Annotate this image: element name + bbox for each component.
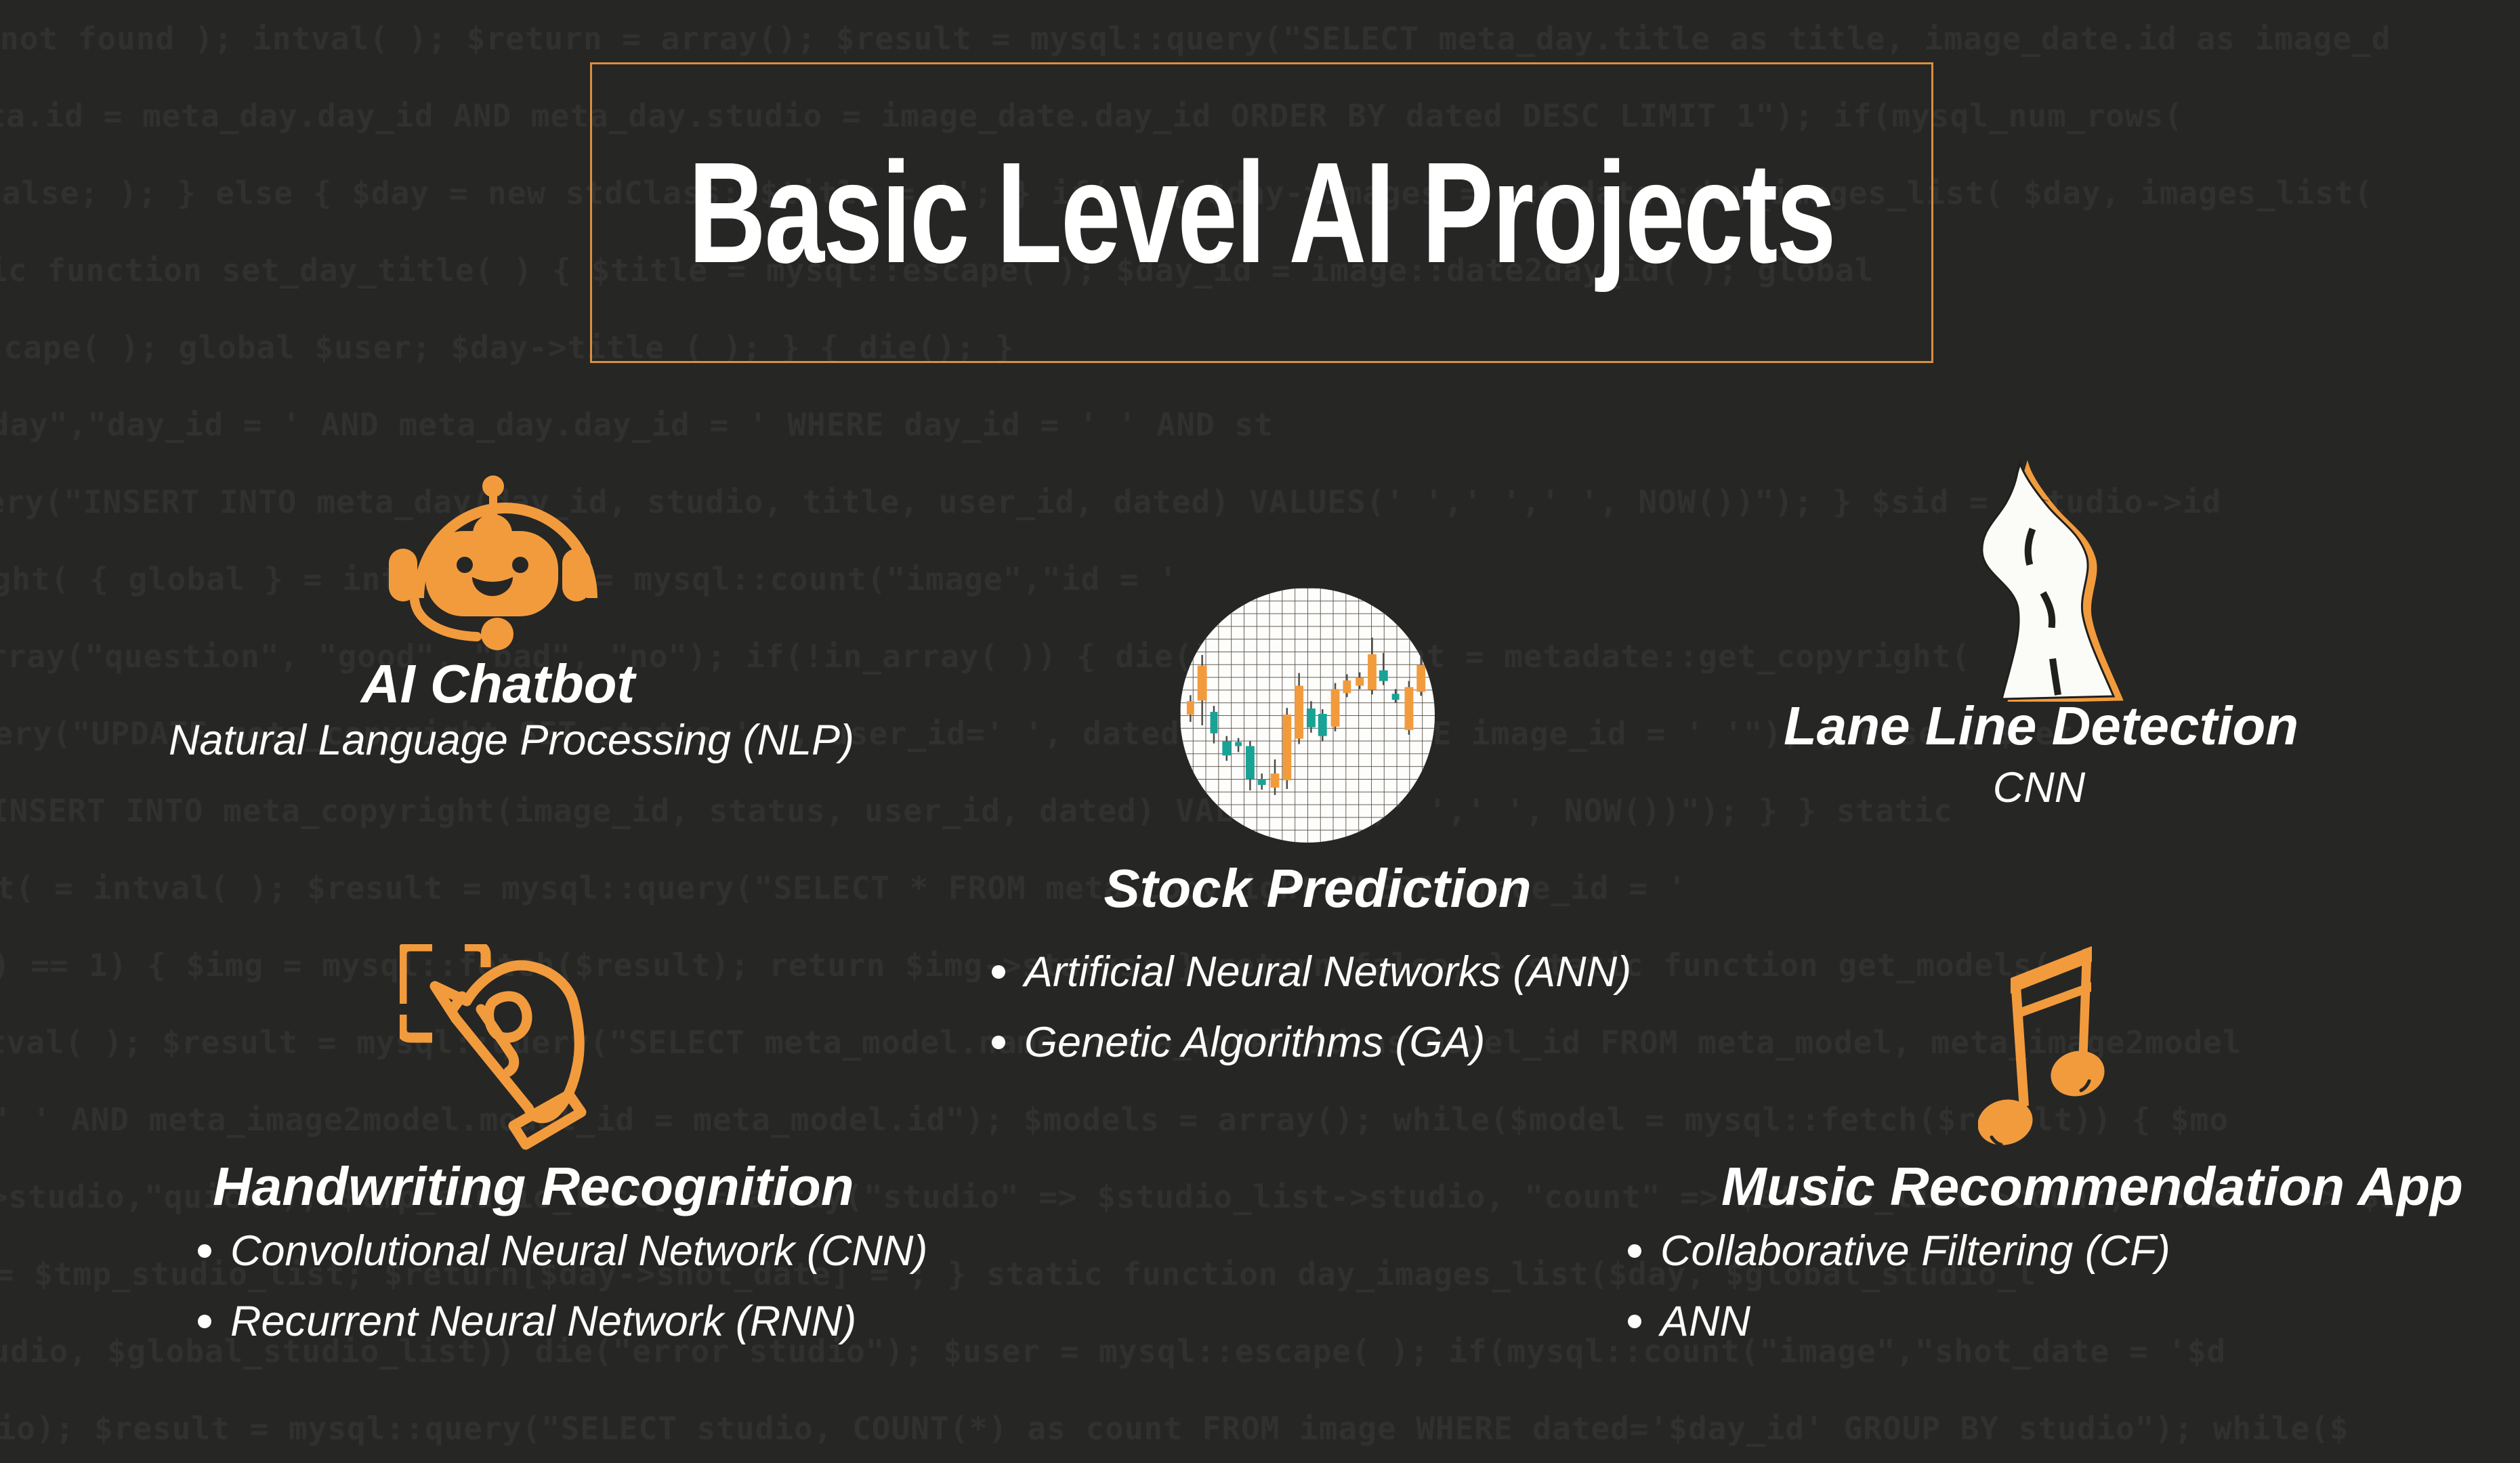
project-name: Music Recommendation App — [1721, 1156, 2463, 1216]
list-item: ANN — [1628, 1297, 2170, 1345]
code-line: not found ); intval( ); $return = array(… — [0, 20, 2391, 57]
code-line: ge_data.id = meta_day.day_id AND meta_da… — [0, 98, 2183, 134]
code-line: ("meta_day","day_id = ' AND meta_day.day… — [0, 406, 1274, 443]
scan-frame-corner-bottom-left — [400, 1015, 432, 1043]
code-line: al($studio); $result = mysql::query("SEL… — [0, 1410, 2349, 1447]
code-line: studio, $global_studio_list)) die("error… — [0, 1333, 2227, 1370]
bullet-dot — [198, 1244, 211, 1258]
robot-mic-boom — [410, 595, 482, 641]
list-item: Artificial Neural Networks (ANN) — [992, 950, 1631, 995]
robot-eye-right — [512, 557, 528, 573]
bullet-dot — [198, 1315, 211, 1329]
technique-list: Convolutional Neural Network (CNN) Recur… — [198, 1229, 927, 1344]
note-head-highlight — [2079, 1079, 2091, 1093]
project-name: AI Chatbot — [360, 654, 635, 714]
note-beam-top — [2011, 946, 2092, 994]
hand-writing-pen-icon — [400, 944, 587, 1150]
scan-frame-corner-top-right — [465, 944, 491, 967]
project-name: Stock Prediction — [1104, 858, 1532, 918]
code-line: escape( ); global $user; $day->title ( )… — [0, 329, 1015, 366]
code-line: _id = ' ' AND meta_image2model.model_id … — [0, 1101, 2229, 1138]
bullet-text: Recurrent Neural Network (RNN) — [230, 1297, 857, 1345]
note-stem-right — [2078, 946, 2092, 1067]
robot-head-dome — [473, 514, 512, 534]
robot-mic — [481, 618, 513, 650]
note-head-highlight — [1990, 1135, 2003, 1147]
technique-list: Collaborative Filtering (CF) ANN — [1628, 1229, 2170, 1344]
robot-headset-icon — [389, 475, 597, 650]
list-item: Convolutional Neural Network (CNN) — [198, 1229, 927, 1274]
scan-frame-corner-top-left — [400, 944, 432, 1004]
code-line: = array("question", "good", "bad", "no")… — [0, 638, 1971, 675]
code-line: tval( ); $result = mysql::query("SELECT … — [0, 1024, 2242, 1061]
code-line: ->studio,"quick"); $tmp_studio_list[] = … — [0, 1179, 2399, 1215]
technique-list: Artificial Neural Networks (ANN) Genetic… — [992, 950, 1631, 1065]
bullet-text: Genetic Algorithms (GA) — [1024, 1018, 1486, 1066]
note-stem-left — [2011, 975, 2029, 1109]
bullet-dot — [992, 965, 1005, 979]
list-item: Genetic Algorithms (GA) — [992, 1018, 1631, 1066]
code-line: one( ) == 1) { $img = mysql::fetch($resu… — [0, 947, 2053, 983]
pen-tip-line — [446, 991, 467, 1017]
cuff — [508, 1089, 587, 1150]
project-name: Handwriting Recognition — [213, 1156, 854, 1216]
title-frame: Basic Level AI Projects — [590, 62, 1933, 363]
code-line: mysql::query("UPDATE meta_copyright SET … — [0, 715, 2074, 752]
robot-head — [425, 531, 558, 616]
robot-eye-left — [457, 557, 473, 573]
thumb — [476, 1004, 520, 1077]
project-technique: CNN — [1992, 764, 2086, 811]
robot-antenna-tip — [482, 475, 504, 497]
robot-ear-right — [562, 549, 591, 601]
code-line: false; ); } else { $day = new stdClass; … — [0, 175, 2374, 211]
code-line: t.copyright( = intval( ); $result = mysq… — [0, 870, 1687, 906]
bullet-text: Artificial Neural Networks (ANN) — [1024, 948, 1632, 996]
bullet-dot — [1628, 1315, 1641, 1329]
bullet-dot — [1628, 1244, 1641, 1258]
candlesticks — [1186, 637, 1426, 795]
music-note-icon — [1978, 946, 2105, 1147]
code-line: ry("INSERT INTO meta_copyright(image_id,… — [0, 792, 1953, 829]
list-item: Collaborative Filtering (CF) — [1628, 1229, 2170, 1274]
candlestick-chart-icon — [1180, 588, 1435, 843]
code-line: ) static function set_day_title( ) { $ti… — [0, 252, 1874, 289]
hand-outline — [461, 960, 585, 1124]
bullet-text: Collaborative Filtering (CF) — [1660, 1227, 2170, 1275]
note-head-left — [1978, 1099, 2033, 1145]
code-line: query("INSERT INTO meta_day(day_id, stud… — [0, 484, 2222, 520]
bullet-dot — [992, 1036, 1005, 1050]
project-name: Lane Line Detection — [1783, 696, 2299, 756]
code-line: o_list = $tmp_studio_list; $return[$day-… — [0, 1256, 2036, 1292]
robot-ear-left — [389, 549, 417, 601]
winding-road-icon — [1981, 459, 2124, 702]
note-beam-bottom — [2017, 982, 2091, 1019]
robot-mouth — [472, 577, 513, 596]
pen-edge — [450, 1013, 534, 1114]
list-item: Recurrent Neural Network (RNN) — [198, 1297, 927, 1345]
road-surface — [1981, 459, 2116, 700]
bullet-text: ANN — [1660, 1297, 1751, 1345]
road-center-line — [2024, 499, 2061, 696]
poster-title: Basic Level AI Projects — [688, 132, 1836, 293]
project-technique: Natural Language Processing (NLP) — [168, 717, 855, 764]
bullet-text: Convolutional Neural Network (CNN) — [230, 1227, 928, 1275]
note-head-right — [2051, 1051, 2105, 1097]
